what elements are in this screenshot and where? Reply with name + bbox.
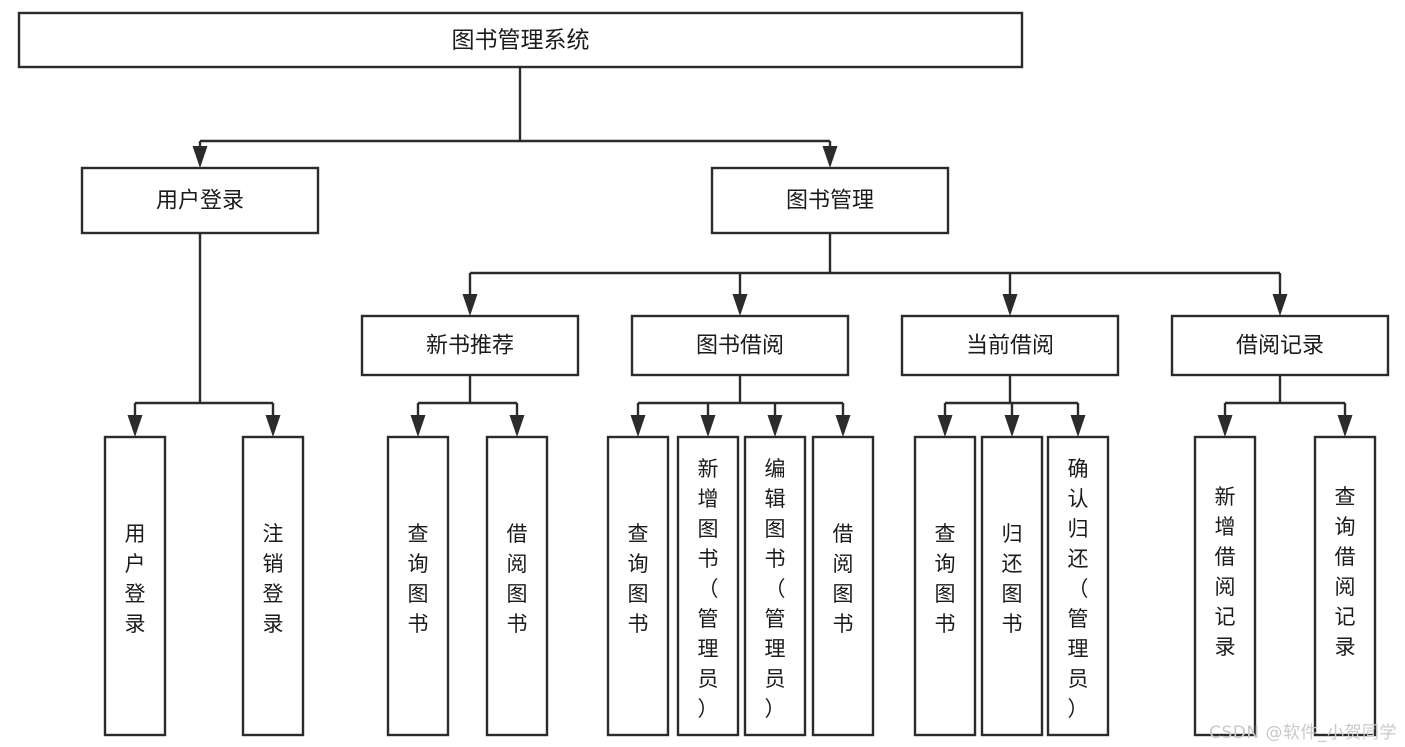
arrow-head-leaf-borrow-book-recommend (509, 415, 525, 437)
arrow-head-leaf-user-login (127, 415, 143, 437)
node-leaf-query-borrow-record[interactable]: 查询借阅记录 (1313, 435, 1377, 737)
node-label-leaf-borrow-book: 借阅图书 (833, 522, 854, 636)
node-leaf-logout-login[interactable]: 注销登录 (241, 435, 305, 737)
node-box-leaf-borrow-book-recommend (485, 435, 549, 737)
node-label-new-book-recommend: 新书推荐 (426, 334, 514, 359)
node-box-leaf-borrow-book (811, 435, 875, 737)
node-box-leaf-user-login (103, 435, 167, 737)
node-label-book-borrow: 图书借阅 (696, 334, 784, 359)
node-label-leaf-query-book-recommend: 查询图书 (408, 522, 429, 636)
arrow-head-leaf-return-book (1004, 415, 1020, 437)
node-label-leaf-confirm-return-admin: 确认归还（管理员） (1068, 457, 1089, 721)
node-label-leaf-borrow-book-recommend: 借阅图书 (507, 522, 528, 636)
arrow-head-leaf-edit-book-admin (767, 415, 783, 437)
arrow-head-leaf-query-book-recommend (410, 415, 426, 437)
node-current-borrow[interactable]: 当前借阅 (900, 314, 1120, 377)
node-box-leaf-query-book-borrow (606, 435, 670, 737)
node-root[interactable]: 图书管理系统 (17, 11, 1024, 69)
arrow-head-new-book-recommend (462, 294, 478, 316)
node-box-new-book-recommend (360, 314, 580, 377)
node-label-book-manage: 图书管理 (786, 189, 874, 214)
node-label-leaf-add-book-admin: 新增图书（管理员） (698, 457, 719, 721)
node-leaf-borrow-book-recommend[interactable]: 借阅图书 (485, 435, 549, 737)
node-leaf-add-book-admin[interactable]: 新增图书（管理员） (676, 435, 740, 737)
node-leaf-edit-book-admin[interactable]: 编辑图书（管理员） (743, 435, 807, 737)
node-label-leaf-query-borrow-record: 查询借阅记录 (1335, 485, 1356, 659)
arrow-head-user-login (192, 146, 208, 168)
arrow-head-leaf-add-book-admin (700, 415, 716, 437)
node-label-root: 图书管理系统 (452, 28, 590, 54)
node-label-leaf-query-book-borrow: 查询图书 (628, 522, 649, 636)
node-label-user-login: 用户登录 (156, 189, 244, 214)
node-leaf-query-book-current[interactable]: 查询图书 (913, 435, 977, 737)
node-box-root (17, 11, 1024, 69)
arrow-head-leaf-query-book-borrow (630, 415, 646, 437)
arrow-head-leaf-query-book-current (937, 415, 953, 437)
arrow-head-book-manage (822, 146, 838, 168)
node-label-borrow-record: 借阅记录 (1236, 334, 1324, 359)
arrow-head-leaf-query-borrow-record (1337, 415, 1353, 437)
node-label-leaf-add-borrow-record: 新增借阅记录 (1215, 485, 1236, 659)
node-box-leaf-add-borrow-record (1193, 435, 1257, 737)
node-leaf-confirm-return-admin[interactable]: 确认归还（管理员） (1046, 435, 1110, 737)
node-leaf-query-book-recommend[interactable]: 查询图书 (386, 435, 450, 737)
node-leaf-add-borrow-record[interactable]: 新增借阅记录 (1193, 435, 1257, 737)
node-new-book-recommend[interactable]: 新书推荐 (360, 314, 580, 377)
arrow-head-leaf-borrow-book (835, 415, 851, 437)
arrow-head-borrow-record (1272, 294, 1288, 316)
node-box-current-borrow (900, 314, 1120, 377)
node-box-book-manage (710, 166, 950, 235)
node-box-book-borrow (630, 314, 850, 377)
node-box-leaf-return-book (980, 435, 1044, 737)
node-label-leaf-query-book-current: 查询图书 (935, 522, 956, 636)
node-book-borrow[interactable]: 图书借阅 (630, 314, 850, 377)
node-box-user-login (80, 166, 320, 235)
node-box-leaf-logout-login (241, 435, 305, 737)
node-leaf-borrow-book[interactable]: 借阅图书 (811, 435, 875, 737)
connectors-layer (127, 67, 1353, 437)
nodes-layer: 图书管理系统用户登录图书管理新书推荐图书借阅当前借阅借阅记录用户登录注销登录查询… (17, 11, 1390, 737)
arrow-head-leaf-confirm-return-admin (1070, 415, 1086, 437)
node-box-leaf-add-book-admin (676, 435, 740, 737)
arrow-head-book-borrow (732, 294, 748, 316)
node-leaf-user-login[interactable]: 用户登录 (103, 435, 167, 737)
node-book-manage[interactable]: 图书管理 (710, 166, 950, 235)
node-box-leaf-query-book-recommend (386, 435, 450, 737)
node-box-leaf-edit-book-admin (743, 435, 807, 737)
node-box-borrow-record (1170, 314, 1390, 377)
node-label-leaf-logout-login: 注销登录 (263, 522, 284, 636)
node-label-leaf-user-login: 用户登录 (125, 522, 146, 636)
node-leaf-return-book[interactable]: 归还图书 (980, 435, 1044, 737)
arrow-head-leaf-add-borrow-record (1217, 415, 1233, 437)
node-label-current-borrow: 当前借阅 (966, 334, 1054, 359)
node-box-leaf-query-borrow-record (1313, 435, 1377, 737)
node-user-login[interactable]: 用户登录 (80, 166, 320, 235)
arrow-head-current-borrow (1002, 294, 1018, 316)
node-label-leaf-edit-book-admin: 编辑图书（管理员） (765, 457, 786, 721)
node-box-leaf-confirm-return-admin (1046, 435, 1110, 737)
node-borrow-record[interactable]: 借阅记录 (1170, 314, 1390, 377)
arrow-head-leaf-logout-login (265, 415, 281, 437)
node-leaf-query-book-borrow[interactable]: 查询图书 (606, 435, 670, 737)
node-box-leaf-query-book-current (913, 435, 977, 737)
node-label-leaf-return-book: 归还图书 (1002, 522, 1023, 636)
